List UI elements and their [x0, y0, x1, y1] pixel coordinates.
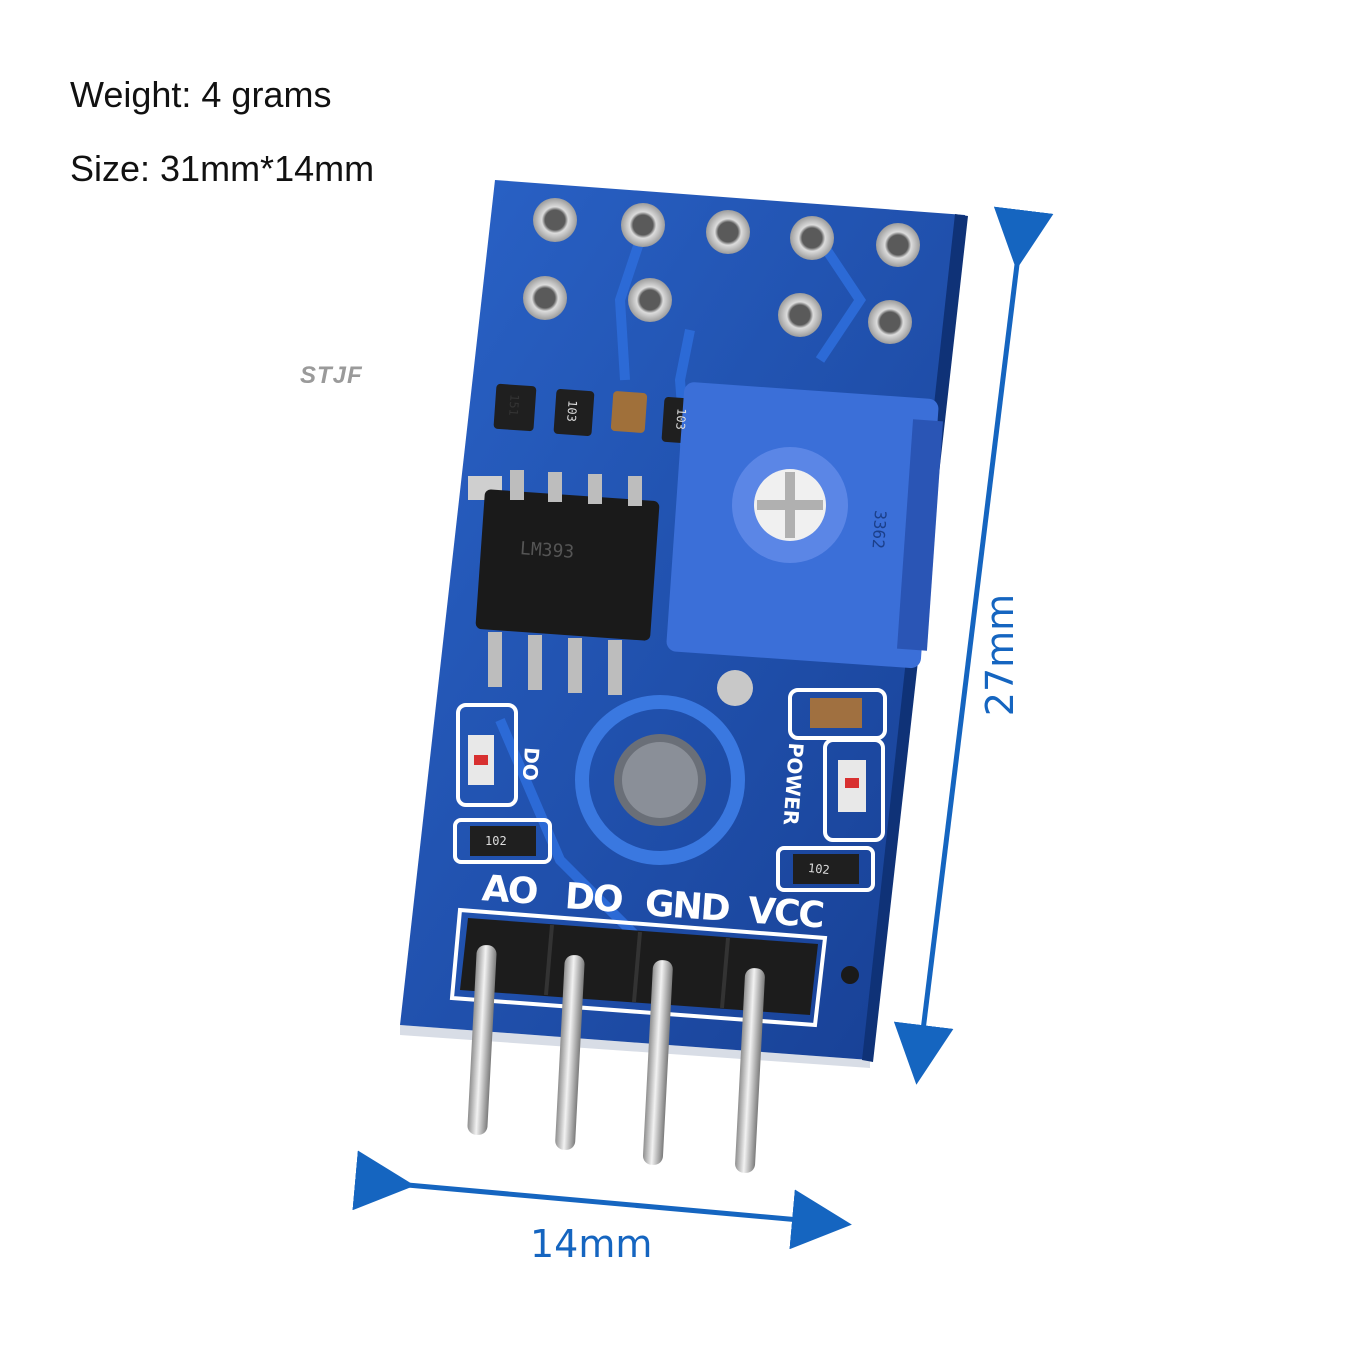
pin-label-gnd: GND: [643, 883, 730, 930]
weight-spec: Weight: 4 grams: [70, 74, 332, 115]
smd-resistors-bottom: [453, 818, 875, 892]
chip-marking: LM393: [519, 538, 575, 563]
resistor-code-102-b: 102: [807, 860, 831, 878]
pot-marking: 3362: [868, 509, 891, 550]
pins: [467, 945, 765, 1173]
pin-label-ao: AO: [480, 868, 538, 913]
comparator-chip: [468, 470, 660, 695]
center-sensor-hole: [575, 695, 745, 865]
resistor-code-102-a: 102: [485, 834, 507, 848]
resistor-code-103-b: 103: [673, 407, 689, 431]
led-do: [456, 703, 518, 807]
resistor-code-103-a: 103: [564, 399, 580, 423]
height-arrow: [893, 206, 1054, 1085]
resistor-code-151: 151: [506, 393, 522, 417]
watermark: STJF: [300, 362, 363, 389]
width-arrow: [352, 1150, 852, 1250]
led-power: [788, 688, 887, 842]
pin-label-vcc: VCC: [746, 890, 825, 937]
led-label-do: DO: [517, 746, 544, 782]
size-spec: Size: 31mm*14mm: [70, 148, 375, 189]
height-dimension-label: 27mm: [978, 593, 1022, 717]
pin-header: [449, 907, 859, 1028]
width-dimension-label: 14mm: [530, 1222, 653, 1266]
pin-label-do: DO: [563, 876, 623, 921]
